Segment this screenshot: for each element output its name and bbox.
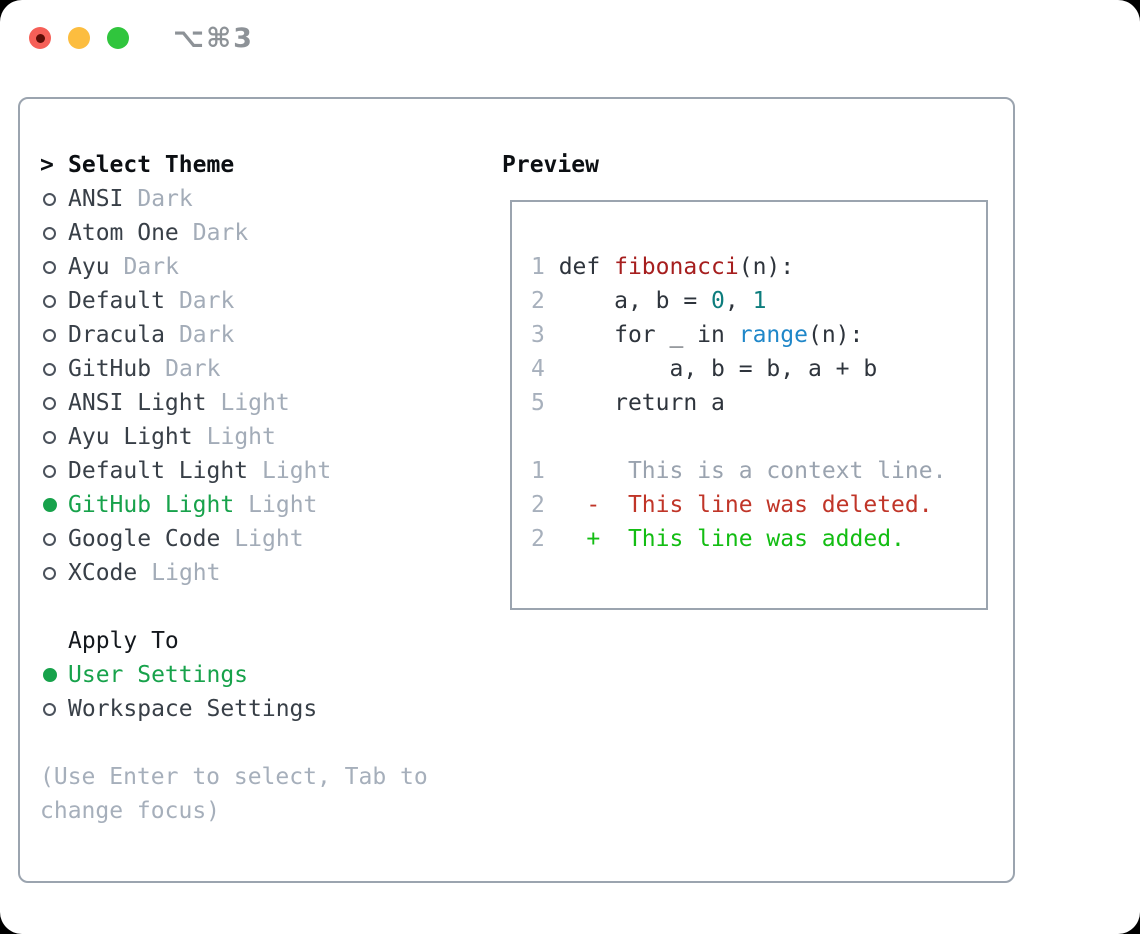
spacer xyxy=(40,590,428,624)
code-line: 4 a, b = b, a + b xyxy=(531,356,878,382)
preview-title: Preview xyxy=(502,152,599,178)
theme-option-ansi-light[interactable]: ANSI Light Light xyxy=(40,386,428,420)
theme-dialog-panel: > Select Theme ANSI Dark Atom One Dark A… xyxy=(18,97,1015,883)
theme-option-ansi-dark[interactable]: ANSI Dark xyxy=(40,182,428,216)
theme-option-dracula-dark[interactable]: Dracula Dark xyxy=(40,318,428,352)
section-title: Select Theme xyxy=(68,152,235,178)
minimize-button[interactable] xyxy=(68,27,90,49)
radio-icon xyxy=(40,464,68,478)
theme-option-default-dark[interactable]: Default Dark xyxy=(40,284,428,318)
section-title: Apply To xyxy=(68,628,179,654)
code-line: 2 a, b = 0, 1 xyxy=(531,288,767,314)
code-line: 3 for _ in range(n): xyxy=(531,322,864,348)
code-line xyxy=(531,420,986,454)
radio-selected-icon xyxy=(40,668,68,682)
titlebar: ⌥⌘3 xyxy=(29,23,254,54)
select-theme-header: > Select Theme xyxy=(40,148,428,182)
theme-option-atom-one-dark[interactable]: Atom One Dark xyxy=(40,216,428,250)
code-line: 1 This is a context line. xyxy=(531,458,947,484)
apply-option-user-settings[interactable]: User Settings xyxy=(40,658,428,692)
radio-selected-icon xyxy=(40,498,68,512)
radio-icon xyxy=(40,566,68,580)
radio-icon xyxy=(40,328,68,342)
close-button[interactable] xyxy=(29,27,51,49)
code-line: 5 return a xyxy=(531,390,725,416)
theme-option-default-light[interactable]: Default Light Light xyxy=(40,454,428,488)
theme-option-github-light[interactable]: GitHub Light Light xyxy=(40,488,428,522)
radio-icon xyxy=(40,294,68,308)
preview-box: 1 def fibonacci(n): 2 a, b = 0, 1 3 for _ … xyxy=(510,200,988,610)
theme-option-github-dark[interactable]: GitHub Dark xyxy=(40,352,428,386)
apply-to-header: Apply To xyxy=(40,624,428,658)
radio-icon xyxy=(40,260,68,274)
theme-option-ayu-dark[interactable]: Ayu Dark xyxy=(40,250,428,284)
preview-code: 1 def fibonacci(n): 2 a, b = 0, 1 3 for _ … xyxy=(512,202,986,556)
radio-icon xyxy=(40,702,68,716)
theme-option-ayu-light[interactable]: Ayu Light Light xyxy=(40,420,428,454)
apply-option-workspace-settings[interactable]: Workspace Settings xyxy=(40,692,428,726)
window-title: ⌥⌘3 xyxy=(173,22,254,54)
theme-option-google-code[interactable]: Google Code Light xyxy=(40,522,428,556)
code-line: 2 - This line was deleted. xyxy=(531,492,933,518)
prompt-icon: > xyxy=(40,152,54,178)
code-line: 2 + This line was added. xyxy=(531,526,905,552)
modified-dot-icon xyxy=(35,33,45,43)
spacer xyxy=(40,726,428,760)
theme-list: > Select Theme ANSI Dark Atom One Dark A… xyxy=(40,148,428,828)
code-line: 1 def fibonacci(n): xyxy=(531,254,795,280)
zoom-button[interactable] xyxy=(107,27,129,49)
keyboard-hint-line-1: (Use Enter to select, Tab to xyxy=(40,764,428,790)
radio-icon xyxy=(40,532,68,546)
keyboard-hint-line-2: change focus) xyxy=(40,798,221,824)
radio-icon xyxy=(40,396,68,410)
radio-icon xyxy=(40,430,68,444)
radio-icon xyxy=(40,362,68,376)
radio-icon xyxy=(40,226,68,240)
theme-option-xcode[interactable]: XCode Light xyxy=(40,556,428,590)
radio-icon xyxy=(40,192,68,206)
